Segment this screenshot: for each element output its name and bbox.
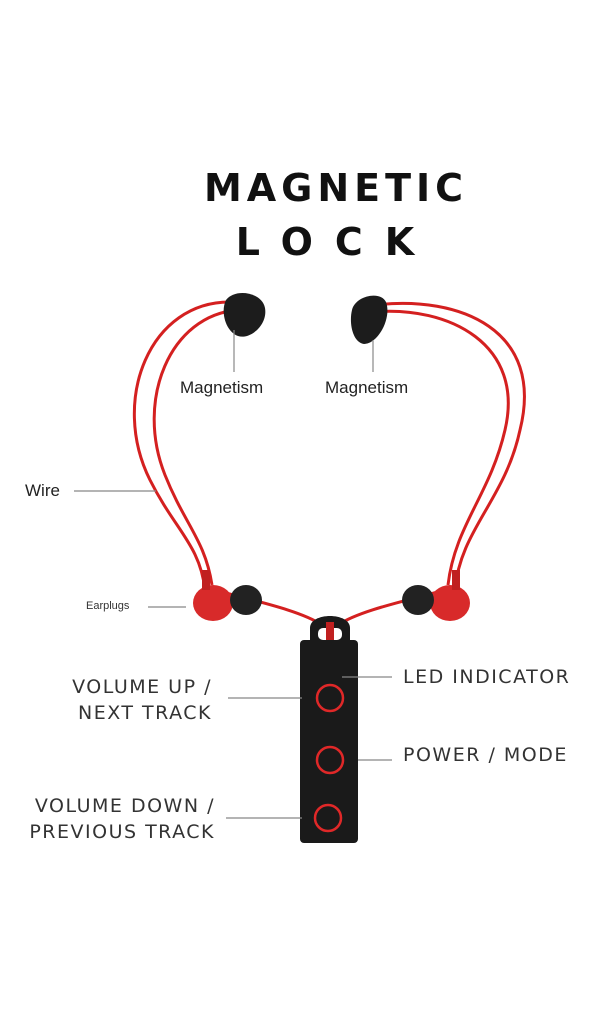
remote-control: [300, 616, 358, 843]
led-indicator-label: LED INDICATOR: [403, 666, 571, 688]
volume-up-label: VOLUME UP / NEXT TRACK: [72, 674, 212, 726]
title-line2: LOCK: [235, 220, 437, 264]
volume-down-button: [313, 803, 343, 833]
volume-up-label-line2: NEXT TRACK: [78, 702, 212, 724]
title-line1: MAGNETIC: [203, 166, 469, 210]
wire-heart: [133, 300, 526, 627]
wire-label: Wire: [25, 481, 60, 500]
volume-down-label: VOLUME DOWN / PREVIOUS TRACK: [29, 793, 215, 845]
magnetism-right-label: Magnetism: [325, 378, 409, 397]
volume-up-label-line1: VOLUME UP /: [72, 676, 212, 698]
magnetic-earbud-right: [350, 295, 388, 344]
earplug-left: [193, 570, 262, 621]
magnetism-left-label: Magnetism: [180, 378, 264, 397]
magnetic-earbud-left: [223, 293, 266, 337]
power-mode-label: POWER / MODE: [403, 744, 568, 766]
leader-lines: [74, 330, 392, 819]
earplugs-label: Earplugs: [86, 600, 130, 612]
volume-down-label-line1: VOLUME DOWN /: [34, 795, 215, 817]
power-mode-button: [315, 745, 345, 775]
volume-up-button: [315, 683, 345, 713]
volume-down-label-line2: PREVIOUS TRACK: [29, 821, 215, 843]
earplug-right: [402, 570, 470, 621]
